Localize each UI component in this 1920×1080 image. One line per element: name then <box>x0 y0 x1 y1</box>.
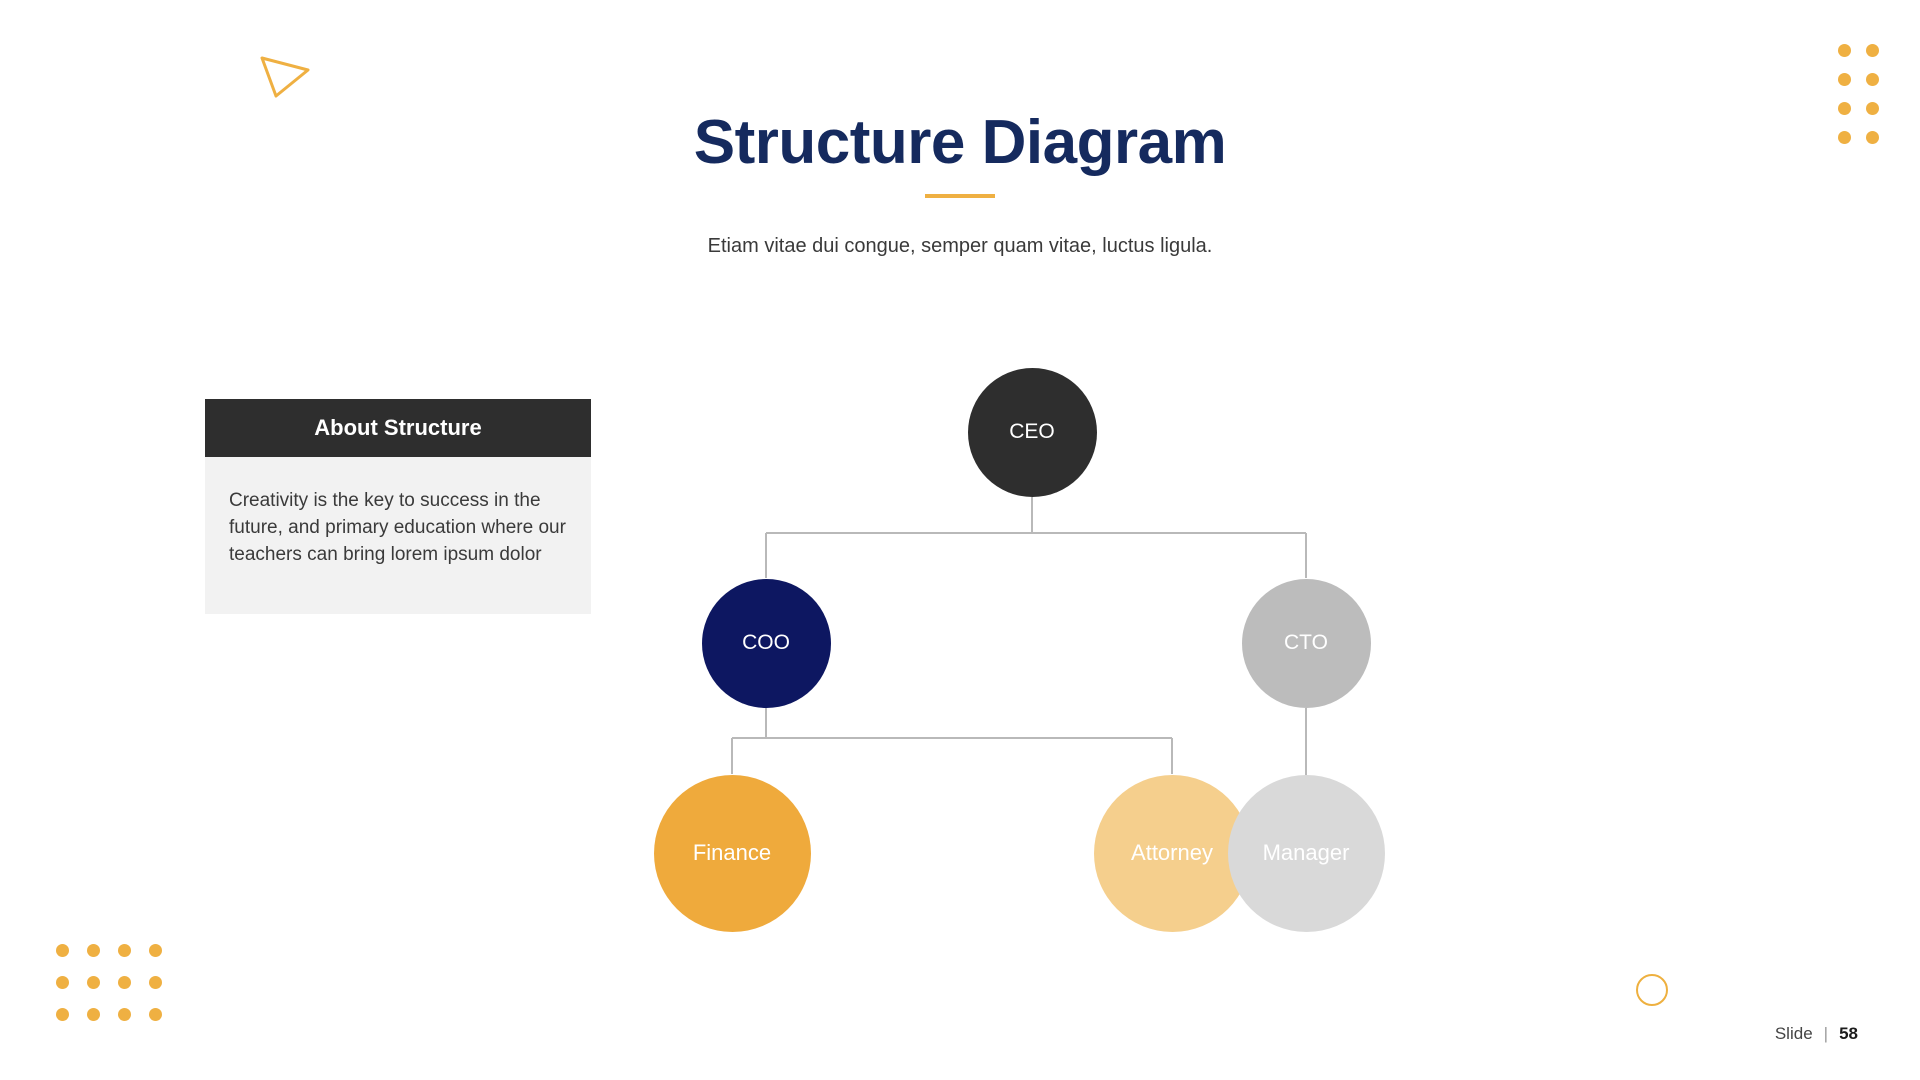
connector-ceo-coo <box>765 533 767 579</box>
org-node-coo[interactable]: COO <box>701 578 831 708</box>
org-chart: CEO COO CTO Finance Attorney Manager <box>600 340 1920 980</box>
connector-stem-coo <box>765 707 767 738</box>
dot <box>56 944 69 957</box>
dot <box>1866 102 1879 115</box>
dot <box>87 944 100 957</box>
dot <box>1838 73 1851 86</box>
connector-stem-ceo <box>1031 496 1033 534</box>
org-node-attorney[interactable]: Attorney <box>1093 774 1251 932</box>
footer-slide-number: 58 <box>1839 1024 1858 1043</box>
connector-ceo-cto <box>1305 533 1307 579</box>
org-node-label: Manager <box>1262 840 1350 865</box>
footer-label: Slide <box>1774 1024 1813 1043</box>
footer-separator: | <box>1823 1024 1829 1043</box>
connector-coo-finance <box>731 737 733 775</box>
org-node-label: CTO <box>1284 631 1328 654</box>
dot <box>56 976 69 989</box>
page-title: Structure Diagram <box>693 108 1227 177</box>
dot <box>1838 131 1851 144</box>
dot <box>118 1008 131 1021</box>
dot <box>56 1008 69 1021</box>
dot <box>1838 44 1851 57</box>
triangle-outline-icon <box>258 48 312 102</box>
dot <box>118 976 131 989</box>
about-structure-card-body: Creativity is the key to success in the … <box>205 457 591 614</box>
org-node-label: Attorney <box>1131 840 1213 865</box>
about-structure-card-title: About Structure <box>205 399 591 457</box>
org-node-label: CEO <box>1009 420 1055 443</box>
org-node-ceo[interactable]: CEO <box>967 367 1097 497</box>
dot <box>1838 102 1851 115</box>
title-underline-rule <box>925 194 995 198</box>
org-node-label: COO <box>742 631 790 654</box>
dot <box>149 1008 162 1021</box>
org-node-label: Finance <box>692 840 772 865</box>
org-node-cto[interactable]: CTO <box>1241 578 1371 708</box>
slide-footer: Slide | 58 <box>1775 1024 1858 1044</box>
org-node-manager[interactable]: Manager <box>1227 774 1385 932</box>
connector-coo-attorney <box>1171 737 1173 775</box>
about-structure-card: About Structure Creativity is the key to… <box>205 399 591 614</box>
dot <box>149 976 162 989</box>
dot <box>1866 131 1879 144</box>
dot <box>1866 44 1879 57</box>
org-node-finance[interactable]: Finance <box>653 774 811 932</box>
connector-cto-manager <box>1305 707 1307 775</box>
dot-grid-bottom-left <box>56 944 180 1040</box>
dot <box>87 1008 100 1021</box>
dot <box>87 976 100 989</box>
page-subtitle: Etiam vitae dui congue, semper quam vita… <box>707 235 1213 257</box>
connector-bus-coo <box>732 736 1172 739</box>
dot <box>149 944 162 957</box>
dot <box>1866 73 1879 86</box>
circle-outline-icon <box>1636 974 1668 1006</box>
dot <box>118 944 131 957</box>
connector-bus-ceo <box>766 532 1306 535</box>
dot-grid-top-right <box>1838 44 1894 160</box>
